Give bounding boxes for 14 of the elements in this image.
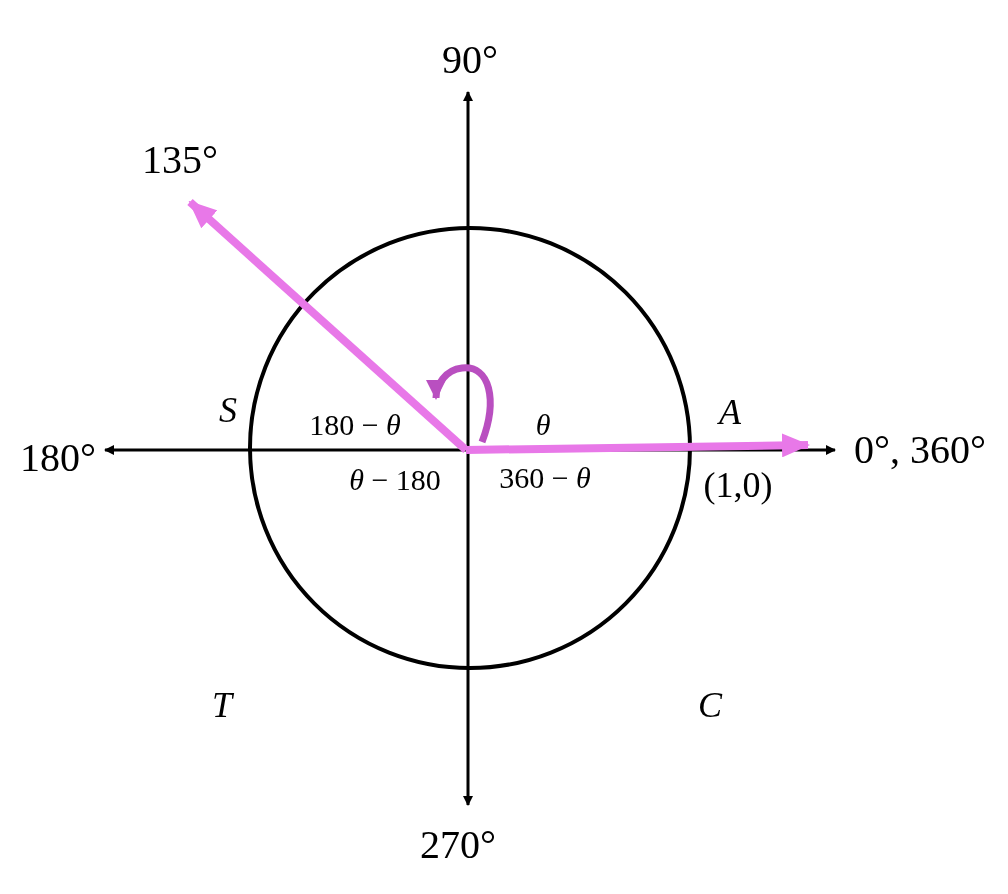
angle-expression: 360 − θ [499, 463, 591, 493]
angle-label: 270° [420, 825, 496, 865]
angle-label: 90° [442, 40, 498, 80]
angle-expression: θ − 180 [349, 465, 441, 495]
quadrant-label: T [212, 687, 232, 723]
quadrant-label: C [698, 687, 722, 723]
quadrant-label: S [219, 392, 237, 428]
quadrant-label: A [719, 394, 741, 430]
angle-label: 180° [20, 438, 96, 478]
angle-label: 135° [142, 140, 218, 180]
angle-expression: 180 − θ [309, 410, 401, 440]
angle-label: 0°, 360° [854, 430, 986, 470]
coordinate-label: (1,0) [703, 467, 773, 503]
angle-symbol: θ [535, 410, 551, 440]
